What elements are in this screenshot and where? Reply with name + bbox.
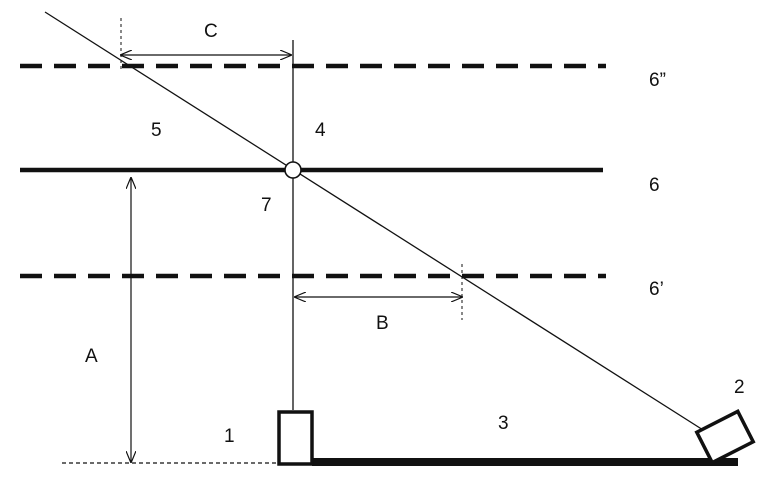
- device-box: [694, 409, 756, 465]
- label-6-prime: 6’: [649, 279, 664, 300]
- sight-line: [44, 11, 723, 443]
- label-6: 6: [649, 175, 660, 196]
- intersection-point: [284, 161, 302, 179]
- label-6-double-prime: 6”: [649, 70, 666, 91]
- label-5: 5: [151, 120, 162, 141]
- label-1: 1: [224, 426, 235, 447]
- post-box: [277, 410, 314, 466]
- label-b: B: [376, 313, 389, 334]
- label-3: 3: [498, 413, 509, 434]
- label-4: 4: [315, 120, 326, 141]
- label-c: C: [204, 21, 218, 42]
- label-7: 7: [261, 195, 272, 216]
- label-a: A: [85, 346, 98, 367]
- label-2: 2: [734, 377, 745, 398]
- base-bar: [312, 458, 738, 466]
